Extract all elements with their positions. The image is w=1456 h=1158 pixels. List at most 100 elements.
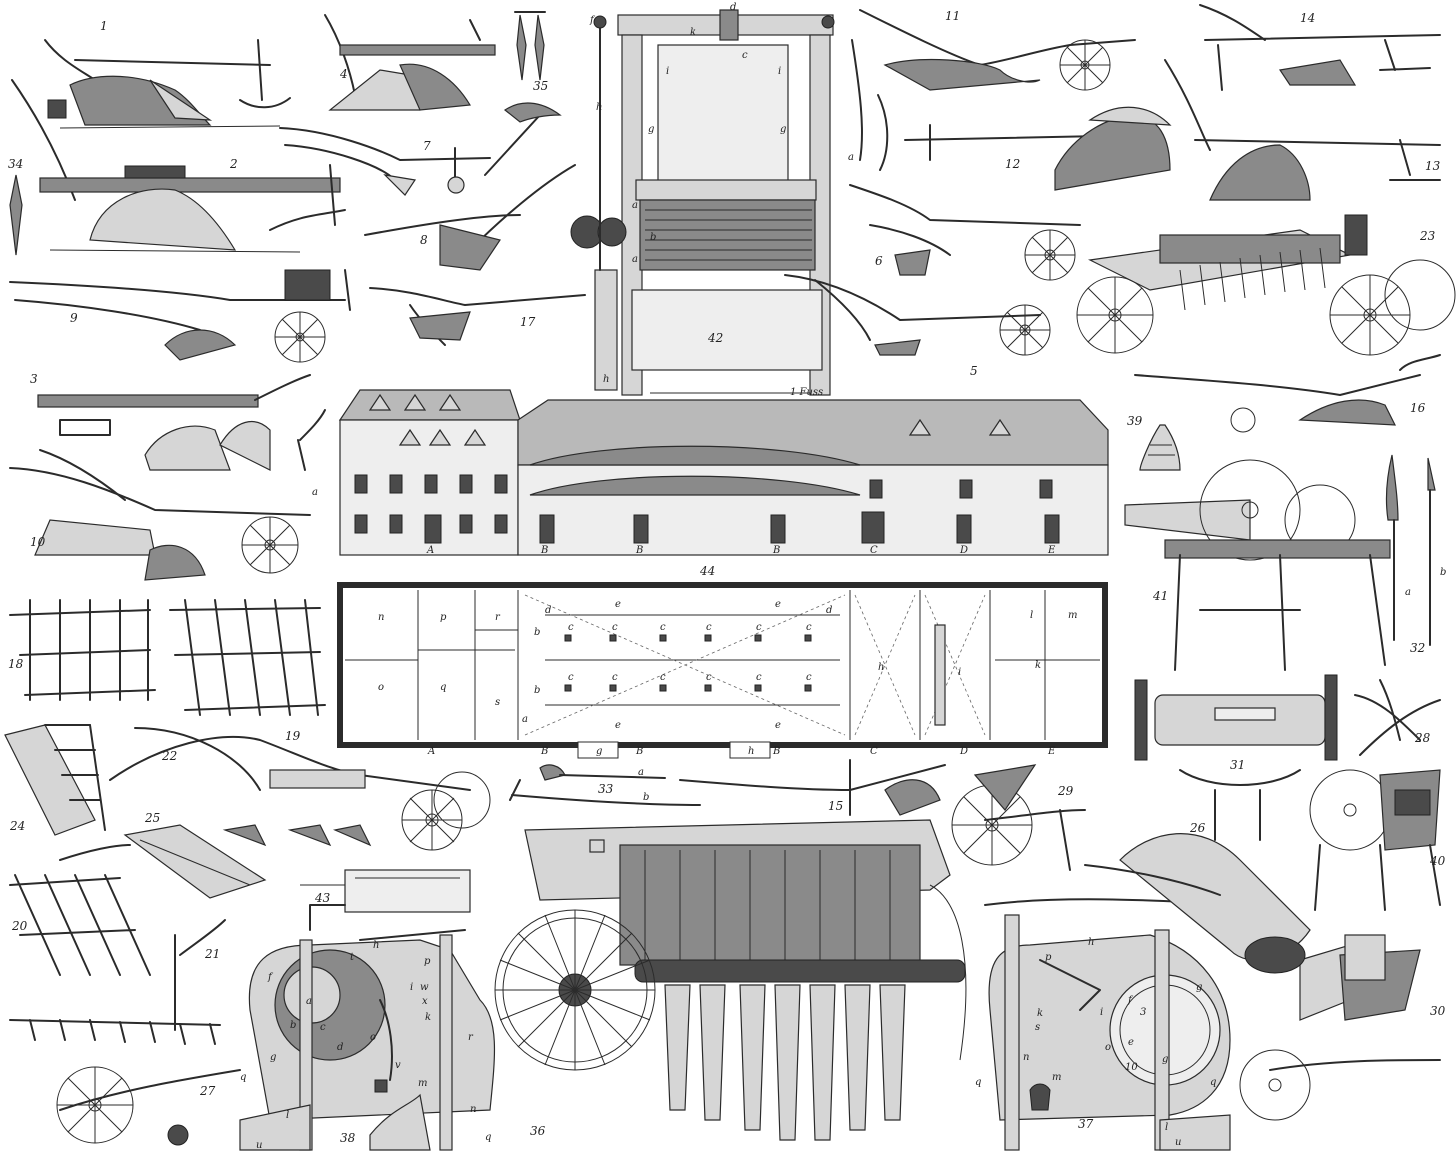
fig-38-letter-u: u: [256, 1140, 262, 1151]
plan-letter-b1: B: [540, 746, 548, 757]
frame-machine-figure-42: f d k c i i g g h h a b a 1 Fuss 42: [570, 2, 835, 398]
fig-37-letter-q-right: q: [1210, 1077, 1216, 1088]
plan-room-e4: e: [775, 720, 781, 731]
plough-figure-5: 5: [784, 274, 1051, 378]
hoe-figure-28: 28: [1354, 679, 1441, 756]
plan-letter-d: D: [959, 746, 968, 757]
plough-figure-15: 15: [679, 759, 946, 816]
fig-38-letter-o: o: [370, 1032, 376, 1043]
fig-38-letter-i: i: [410, 982, 413, 993]
cultivator-figure-21: 21: [9, 919, 226, 1045]
plough-figure-10: a 10: [9, 439, 318, 581]
fig-38-letter-n: n: [470, 1104, 476, 1115]
figure-number-44: 44: [699, 564, 715, 578]
trough-figure-26: 26: [984, 821, 1311, 974]
fig-38-letter-q-left: q: [240, 1072, 246, 1083]
figure-number-35: 35: [533, 79, 548, 93]
plough-figure-12: 12: [904, 106, 1172, 191]
sheaf-figure-39: 39: [1127, 414, 1181, 471]
plan-room-c11: c: [756, 672, 762, 683]
elevation-letter-c: C: [870, 545, 878, 556]
fig-38-letter-t: t: [350, 952, 355, 963]
plan-room-q: q: [440, 682, 446, 693]
fig-38-letter-r: r: [468, 1032, 474, 1043]
plan-letter-h: h: [748, 746, 754, 757]
fig-38-letter-l: l: [286, 1110, 289, 1121]
figure-number-32: 32: [1410, 641, 1425, 655]
frame-42-letter-c: c: [742, 50, 748, 61]
frame-42-letter-a-bottom: a: [632, 254, 638, 265]
frame-42-letter-f: f: [589, 15, 596, 26]
frame-42-letter-g-right: g: [780, 124, 786, 135]
roller-figure-31: 31: [1134, 674, 1338, 841]
figure-number-20: 20: [11, 919, 28, 933]
plan-room-o: o: [378, 682, 384, 693]
figure-number-6: 6: [875, 254, 883, 268]
figure-number-41: 41: [1152, 589, 1168, 603]
fig-37-letter-k: k: [1037, 1008, 1043, 1019]
figure-number-31: 31: [1230, 758, 1245, 772]
pickaxe-tool: [484, 102, 562, 176]
plan-room-b-bottom: b: [534, 685, 540, 696]
figure-number-19: 19: [285, 729, 301, 743]
tools-figure-32: a b 32: [1385, 454, 1446, 655]
figure-6-letter-a: a: [848, 152, 854, 163]
plan-room-c1: c: [568, 622, 574, 633]
elevation-letter-b2: B: [635, 545, 643, 556]
figure-number-15: 15: [828, 799, 843, 813]
plan-room-c3: c: [660, 622, 666, 633]
fig-38-letter-a: a: [306, 996, 312, 1007]
harrow-figure-18: 18: [8, 599, 156, 701]
plan-letter-b2: B: [635, 746, 643, 757]
figure-number-8: 8: [420, 233, 428, 247]
tools-figure-33: a b 33: [509, 764, 701, 806]
figure-number-37: 37: [1078, 1117, 1094, 1131]
floor-plan: n o p q r s a b b d d e e e e c c c c c …: [337, 582, 1108, 759]
plan-room-e1: e: [615, 599, 621, 610]
figure-number-30: 30: [1430, 1004, 1446, 1018]
mill-figure-40: 40: [1309, 769, 1446, 911]
fig-38-letter-g: g: [270, 1052, 276, 1063]
figure-number-1: 1: [100, 19, 108, 33]
figure-number-2: 2: [229, 157, 238, 171]
plan-room-c7: c: [568, 672, 574, 683]
plan-letter-g: g: [596, 746, 602, 757]
figure-number-3: 3: [30, 372, 38, 386]
fig-37-number-10: 10: [1125, 1062, 1138, 1073]
barrow-figure-30: 30: [1239, 934, 1446, 1121]
figure-number-11: 11: [945, 9, 960, 23]
figure-number-24: 24: [9, 819, 25, 833]
frame-42-letter-i-left: i: [666, 66, 669, 77]
plan-letter-a: A: [427, 746, 435, 757]
plan-letter-e: E: [1047, 746, 1056, 757]
box-figure-43: 43: [300, 869, 471, 931]
plan-room-d-right: d: [826, 605, 832, 616]
building-elevation-figure-44: A B B B C D E 44: [338, 389, 1109, 578]
figure-number-21: 21: [204, 947, 220, 961]
fig-37-letter-q-left: q: [975, 1077, 981, 1088]
figure-number-34: 34: [8, 157, 23, 171]
plan-room-r: r: [495, 612, 501, 623]
frame-42-letter-a-top: a: [632, 200, 638, 211]
plan-room-c4: c: [706, 622, 712, 633]
fig-37-letter-i: i: [1100, 1007, 1103, 1018]
fig-37-number-3: 3: [1140, 1007, 1146, 1018]
wheelbarrow-figure-27: 27: [56, 1066, 241, 1146]
figure-number-26: 26: [1189, 821, 1206, 835]
fig-38-letter-b: b: [290, 1020, 296, 1031]
figure-number-27: 27: [199, 1084, 216, 1098]
figure-number-22: 22: [161, 749, 177, 763]
harrow-figure-19: 19: [169, 599, 326, 743]
figure-number-12: 12: [1005, 157, 1020, 171]
plan-room-a: a: [522, 714, 528, 725]
plan-room-e2: e: [775, 599, 781, 610]
rack-figure-24: 24: [4, 724, 106, 836]
plough-figure-16: 16: [1134, 354, 1441, 433]
fig-38-letter-x: x: [422, 996, 428, 1007]
frame-42-letter-h-bottom: h: [603, 374, 609, 385]
fig-38-letter-f: f: [267, 972, 274, 983]
figure-number-39: 39: [1127, 414, 1143, 428]
frame-42-scale-label: 1 Fuss: [790, 387, 823, 398]
frame-42-letter-g-left: g: [648, 124, 654, 135]
plough-figure-7: 7: [279, 127, 491, 196]
